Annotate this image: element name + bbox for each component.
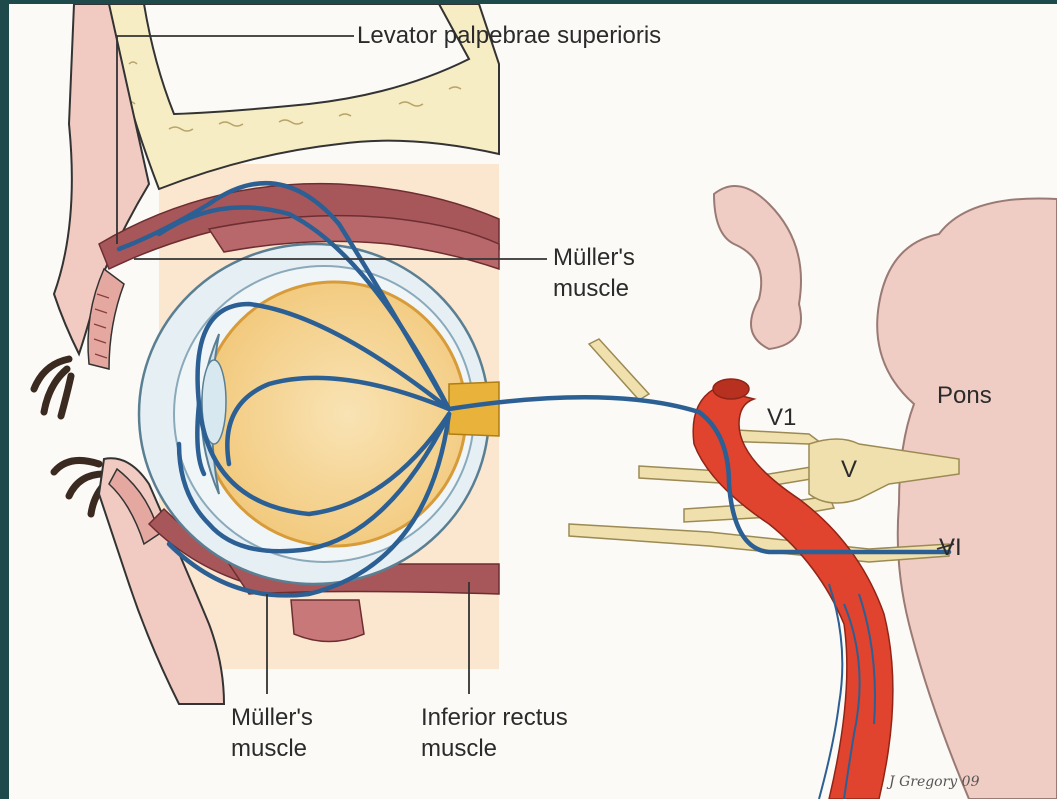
label-inferior-2: muscle bbox=[421, 735, 497, 762]
label-levator: Levator palpebrae superioris bbox=[357, 22, 661, 49]
label-muller-upper-2: muscle bbox=[553, 275, 629, 302]
artist-signature: J Gregory 09 bbox=[889, 774, 979, 790]
label-muller-lower-1: Müller's bbox=[231, 704, 313, 731]
upper-eyelashes bbox=[34, 359, 71, 416]
label-v: V bbox=[841, 456, 857, 483]
label-vi: VI bbox=[939, 534, 962, 561]
inferior-oblique bbox=[291, 600, 364, 642]
hypothalamus bbox=[714, 186, 801, 349]
label-inferior-1: Inferior rectus bbox=[421, 704, 568, 731]
anatomy-illustration: Levator palpebrae superioris Müller's mu… bbox=[9, 4, 1057, 799]
diagram-canvas bbox=[9, 4, 1057, 799]
label-muller-upper-1: Müller's bbox=[553, 244, 635, 271]
eyeball-vitreous bbox=[202, 282, 466, 546]
label-muller-lower-2: muscle bbox=[231, 735, 307, 762]
label-v1: V1 bbox=[767, 404, 796, 431]
label-pons: Pons bbox=[937, 382, 992, 409]
artery-cut bbox=[713, 379, 749, 399]
pons bbox=[877, 198, 1057, 799]
